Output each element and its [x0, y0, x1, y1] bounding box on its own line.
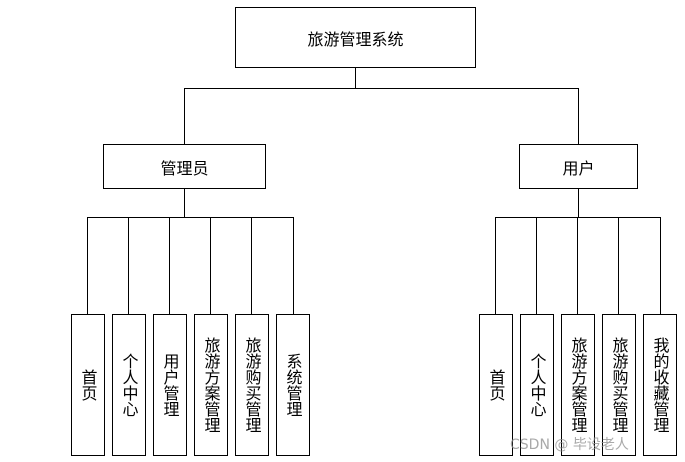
admin-child-label: 旅游购买管理 [242, 337, 262, 433]
connector-user-horizontal [495, 217, 661, 218]
connector-admin-child-6 [293, 217, 294, 315]
user-child-label: 首页 [486, 369, 506, 401]
root-node: 旅游管理系统 [235, 7, 476, 68]
connector-to-user [578, 88, 579, 145]
user-child-label: 旅游购买管理 [609, 337, 629, 433]
admin-child-node: 旅游购买管理 [235, 314, 269, 456]
user-child-node: 旅游方案管理 [561, 314, 595, 456]
connector-root-horizontal [184, 88, 579, 89]
watermark: CSDN @ 毕设老人 [510, 437, 629, 453]
connector-user-child-1 [495, 217, 496, 315]
connector-admin-child-4 [210, 217, 211, 315]
connector-user-child-2 [536, 217, 537, 315]
connector-admin-child-2 [128, 217, 129, 315]
root-node-label: 旅游管理系统 [307, 29, 404, 49]
role-node-admin-label: 管理员 [160, 158, 209, 178]
connector-admin-child-1 [87, 217, 88, 315]
connector-admin-child-5 [251, 217, 252, 315]
connector-user-child-3 [577, 217, 578, 315]
user-child-node: 我的收藏管理 [643, 314, 677, 456]
admin-child-node: 首页 [71, 314, 105, 456]
user-child-node: 首页 [479, 314, 513, 456]
connector-admin-horizontal [87, 217, 294, 218]
admin-child-label: 系统管理 [283, 353, 303, 417]
admin-child-node: 旅游方案管理 [194, 314, 228, 456]
user-child-node: 个人中心 [520, 314, 554, 456]
role-node-user: 用户 [519, 144, 638, 189]
connector-to-admin [184, 88, 185, 145]
role-node-admin: 管理员 [103, 144, 266, 189]
admin-child-label: 旅游方案管理 [201, 337, 221, 433]
admin-child-node: 用户管理 [153, 314, 187, 456]
user-child-label: 旅游方案管理 [568, 337, 588, 433]
user-child-label: 我的收藏管理 [650, 337, 670, 433]
admin-child-label: 用户管理 [160, 353, 180, 417]
user-child-label: 个人中心 [527, 353, 547, 417]
connector-user-down [578, 188, 579, 218]
connector-root-down [355, 67, 356, 89]
role-node-user-label: 用户 [562, 158, 595, 178]
connector-admin-child-3 [169, 217, 170, 315]
admin-child-label: 首页 [78, 369, 98, 401]
connector-user-child-4 [618, 217, 619, 315]
user-child-node: 旅游购买管理 [602, 314, 636, 456]
connector-user-child-5 [660, 217, 661, 315]
admin-child-node: 个人中心 [112, 314, 146, 456]
admin-child-node: 系统管理 [276, 314, 310, 456]
admin-child-label: 个人中心 [119, 353, 139, 417]
connector-admin-down [184, 188, 185, 218]
